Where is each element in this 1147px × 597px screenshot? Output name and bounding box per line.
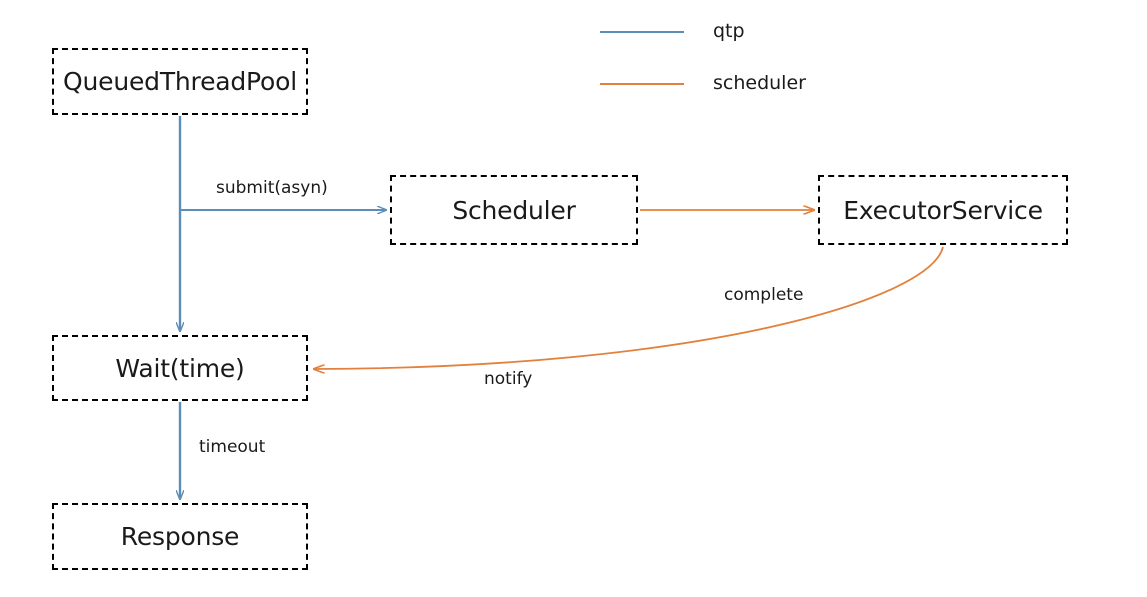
- node-label-scheduler: Scheduler: [452, 195, 576, 225]
- legend: qtp scheduler: [0, 0, 1147, 110]
- legend-item-qtp[interactable]: qtp: [600, 22, 745, 41]
- node-label-executor-service: ExecutorService: [843, 195, 1043, 225]
- node-wait-time[interactable]: Wait(time): [52, 335, 308, 401]
- node-label-queued-thread-pool: QueuedThreadPool: [63, 67, 297, 96]
- legend-label-scheduler: scheduler: [713, 72, 806, 94]
- legend-item-scheduler[interactable]: scheduler: [600, 74, 806, 93]
- legend-swatch-qtp: [600, 30, 684, 33]
- legend-swatch-scheduler: [600, 82, 684, 85]
- node-queued-thread-pool[interactable]: QueuedThreadPool: [52, 48, 308, 115]
- edge-label-timeout: timeout: [199, 437, 266, 457]
- edge-label-submit-asyn: submit(asyn): [216, 178, 328, 198]
- edge-label-notify: notify: [484, 369, 533, 389]
- node-scheduler[interactable]: Scheduler: [390, 175, 638, 245]
- node-executor-service[interactable]: ExecutorService: [818, 175, 1068, 245]
- legend-label-qtp: qtp: [713, 20, 745, 42]
- node-response[interactable]: Response: [52, 503, 308, 570]
- node-label-wait-time: Wait(time): [115, 353, 245, 383]
- edge-complete-notify: [314, 246, 944, 369]
- node-label-response: Response: [120, 522, 240, 551]
- edge-label-complete: complete: [724, 285, 804, 305]
